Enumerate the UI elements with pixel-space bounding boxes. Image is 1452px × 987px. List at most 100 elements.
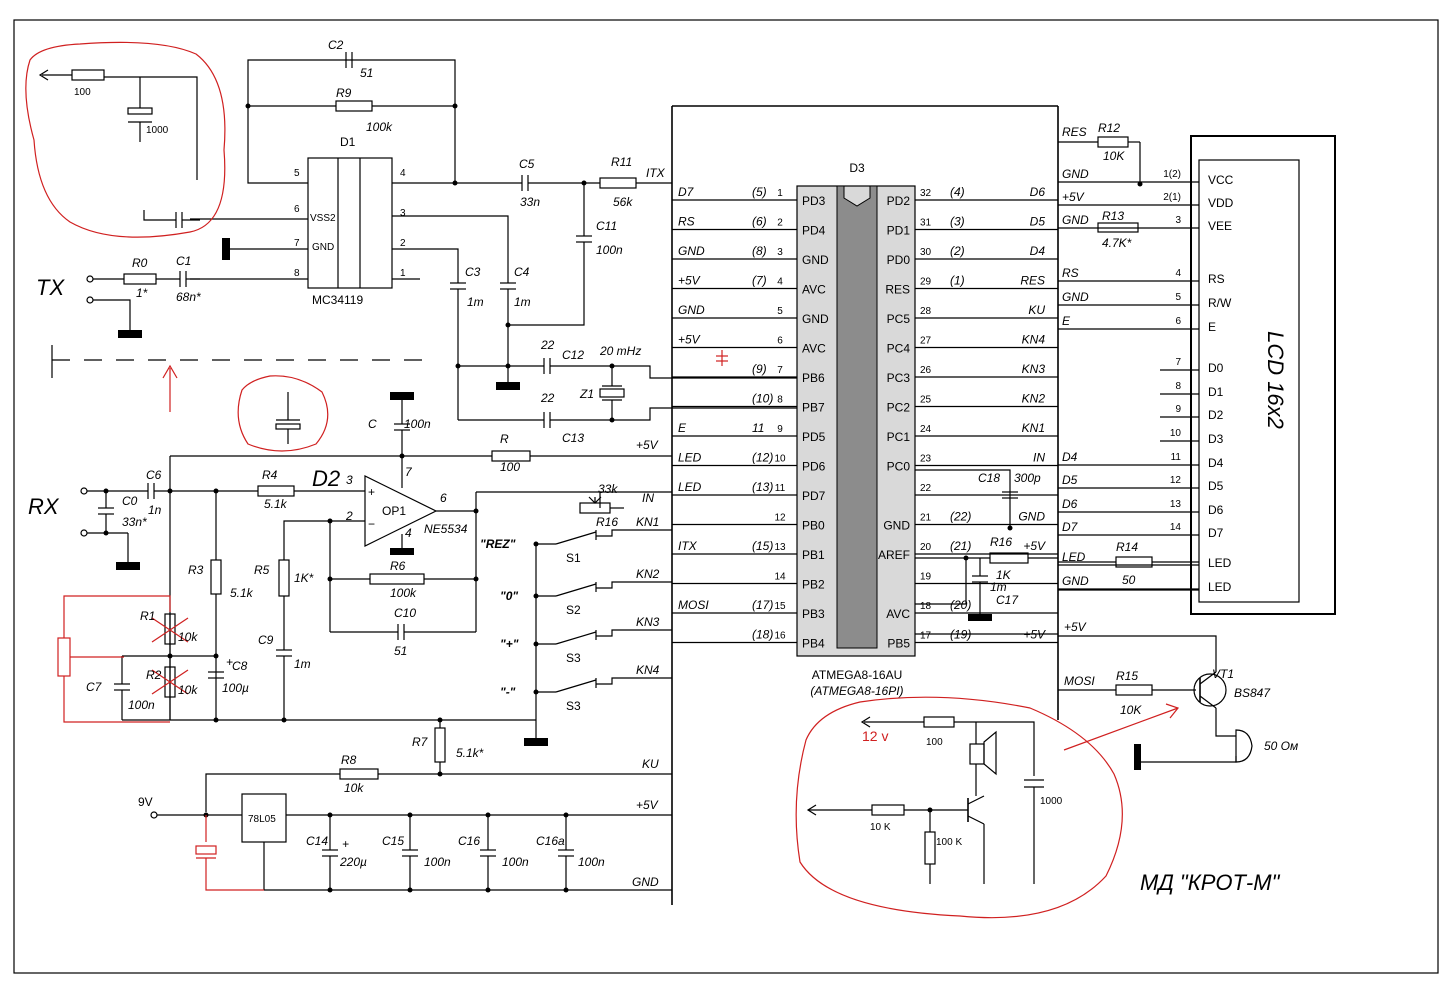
lcd-pin-number: 10 (1170, 428, 1182, 439)
mcu-pin-net: +5V (1023, 539, 1046, 553)
svg-text:OP1: OP1 (382, 504, 406, 518)
svg-text:R7: R7 (412, 735, 429, 749)
mcu-pin-net: KN1 (1022, 421, 1045, 435)
svg-text:R11: R11 (611, 155, 632, 169)
svg-text:33k: 33k (598, 482, 618, 496)
svg-text:+: + (226, 655, 233, 669)
svg-text:5.1k: 5.1k (230, 586, 254, 600)
mcu-pin-alt: (13) (752, 480, 773, 494)
svg-text:78L05: 78L05 (248, 814, 276, 825)
mcu-pin-number: 28 (920, 306, 932, 317)
svg-text:100: 100 (926, 737, 943, 748)
svg-text:33n*: 33n* (122, 515, 147, 529)
mcu-pin-net: LED (678, 451, 702, 465)
svg-text:22: 22 (540, 338, 555, 352)
mcu-pin-number: 4 (777, 277, 783, 288)
lcd-pin-name: D3 (1208, 432, 1224, 446)
svg-text:100µ: 100µ (222, 681, 249, 695)
svg-text:R3: R3 (188, 563, 204, 577)
svg-text:1m: 1m (467, 295, 484, 309)
lcd-pin-name: LED (1208, 580, 1232, 594)
svg-text:100k: 100k (390, 586, 417, 600)
d1-ref: D1 (340, 135, 356, 149)
mcu-pin-net: GND (1018, 510, 1045, 524)
svg-text:22: 22 (540, 391, 555, 405)
lcd-pin-name: D4 (1208, 456, 1224, 470)
mcu-pin-alt: (9) (752, 362, 767, 376)
lcd-pin-number: 8 (1175, 381, 1181, 392)
mcu-pin-name: RES (885, 283, 910, 297)
switch-ref: S2 (566, 603, 581, 617)
lcd-pin-name: VEE (1208, 219, 1232, 233)
switch-key: "REZ" (480, 537, 516, 551)
svg-text:C4: C4 (514, 265, 530, 279)
lcd-top-network: RES R12 10K R13 4.7K* (1058, 121, 1143, 250)
mcu-pin-net: GND (678, 303, 705, 317)
mcu-pin-name: PD6 (802, 460, 826, 474)
svg-text:4: 4 (405, 526, 412, 540)
svg-text:50 Ом: 50 Ом (1264, 739, 1298, 753)
mcu-pin-name: AVC (802, 342, 826, 356)
lcd-pin-number: 3 (1175, 215, 1181, 226)
mcu-pin-name: AVC (802, 283, 826, 297)
svg-text:1000: 1000 (1040, 796, 1063, 807)
svg-text:10k: 10k (178, 630, 198, 644)
switch-key: "+" (500, 637, 519, 651)
lcd-pin-number: 11 (1171, 452, 1182, 463)
svg-text:+5V: +5V (636, 438, 659, 452)
svg-text:56k: 56k (613, 195, 633, 209)
svg-text:C12: C12 (562, 348, 584, 362)
svg-text:5.1k: 5.1k (264, 497, 288, 511)
mcu-pin-alt: 11 (752, 421, 764, 435)
mcu-pin-name: GND (802, 253, 829, 267)
svg-text:C14: C14 (306, 834, 328, 848)
mcu-pin-number: 1 (777, 188, 783, 199)
svg-text:100k: 100k (366, 120, 393, 134)
lcd-pin-net: GND (1062, 574, 1089, 588)
opamp-d2: + − OP1 D2 NE5534 3 2 7 4 6 (312, 465, 468, 555)
lcd-pin-net: E (1062, 314, 1071, 328)
svg-text:100 K: 100 K (936, 837, 962, 848)
mcu-pin-name: PD5 (802, 430, 826, 444)
svg-text:NE5534: NE5534 (424, 522, 468, 536)
mcu-pin-net: +5V (678, 333, 701, 347)
svg-text:R13: R13 (1102, 209, 1124, 223)
mcu-right-lower: C18 300p R16 1K 1m C17 (915, 469, 1058, 635)
svg-text:R12: R12 (1098, 121, 1120, 135)
mcu-pin-alt: (5) (752, 185, 767, 199)
svg-text:C11: C11 (596, 219, 617, 233)
switch-ref: S3 (566, 651, 581, 665)
svg-text:100n: 100n (128, 698, 155, 712)
mcu-pin-name: PD0 (887, 253, 911, 267)
lcd-pin-net: D4 (1062, 450, 1078, 464)
mcu-pin-name: PD2 (887, 194, 911, 208)
svg-text:100n: 100n (578, 855, 605, 869)
svg-text:R4: R4 (262, 468, 278, 482)
lcd-pin-net: D6 (1062, 497, 1078, 511)
mcu-pin-number: 8 (777, 395, 783, 406)
mcu-pin-number: 19 (920, 572, 932, 583)
svg-text:VSS2: VSS2 (310, 213, 336, 224)
mcu-pin-number: 3 (777, 247, 783, 258)
lcd-pin-name: E (1208, 320, 1216, 334)
mcu-pin-name: PB1 (802, 548, 825, 562)
crystal-network: 22 C12 22 C13 Z1 20 mHz (455, 338, 797, 445)
svg-text:C5: C5 (519, 157, 535, 171)
mcu-pin-name: GND (802, 312, 829, 326)
lcd-pin-net: GND (1062, 213, 1089, 227)
svg-text:C1: C1 (176, 254, 191, 268)
mcu-pin-name: AREF (878, 548, 910, 562)
lcd-pin-name: VCC (1208, 173, 1234, 187)
svg-text:100n: 100n (424, 855, 451, 869)
svg-text:C18: C18 (978, 471, 1000, 485)
svg-text:R1: R1 (140, 609, 155, 623)
lcd-pin-name: D1 (1208, 385, 1224, 399)
svg-text:+: + (368, 485, 375, 499)
mcu-pin-net: LED (678, 480, 702, 494)
mcu-pin-net: IN (1033, 451, 1045, 465)
mcu-pin-name: GND (883, 519, 910, 533)
tx-label: TX (36, 275, 65, 300)
svg-text:1m: 1m (990, 580, 1007, 594)
mcu-pin-number: 22 (920, 483, 932, 494)
